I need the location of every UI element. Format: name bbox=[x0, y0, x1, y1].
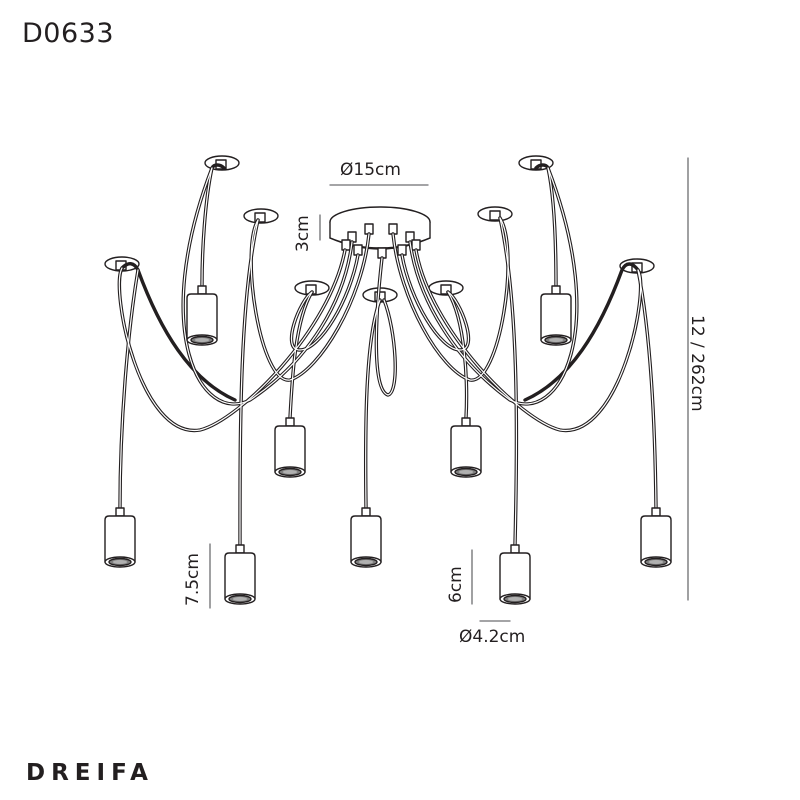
ceiling-canopy bbox=[329, 206, 431, 259]
pendant-height-large-label: 7.5cm bbox=[183, 553, 203, 606]
pendant-shade bbox=[540, 285, 572, 346]
pendant-shade bbox=[350, 507, 382, 568]
pendant-height-small-label: 6cm bbox=[446, 566, 466, 603]
pendant-shade bbox=[186, 285, 218, 346]
pendant-shade bbox=[274, 417, 306, 478]
canopy-diameter-label: Ø15cm bbox=[340, 160, 401, 180]
pendant-shade bbox=[450, 417, 482, 478]
canopy-height-label: 3cm bbox=[293, 215, 313, 252]
overall-drop-label: 12 / 262cm bbox=[687, 315, 707, 412]
pendant-diameter-label: Ø4.2cm bbox=[459, 627, 526, 647]
pendant-shade bbox=[499, 544, 531, 605]
pendant-shade bbox=[104, 507, 136, 568]
brand-name: DREIFA bbox=[26, 760, 154, 786]
product-code: D0633 bbox=[22, 18, 115, 49]
cables-inner bbox=[118, 167, 657, 546]
dimension-lines bbox=[209, 157, 689, 622]
pendant-shade bbox=[224, 544, 256, 605]
pendant-shade bbox=[640, 507, 672, 568]
